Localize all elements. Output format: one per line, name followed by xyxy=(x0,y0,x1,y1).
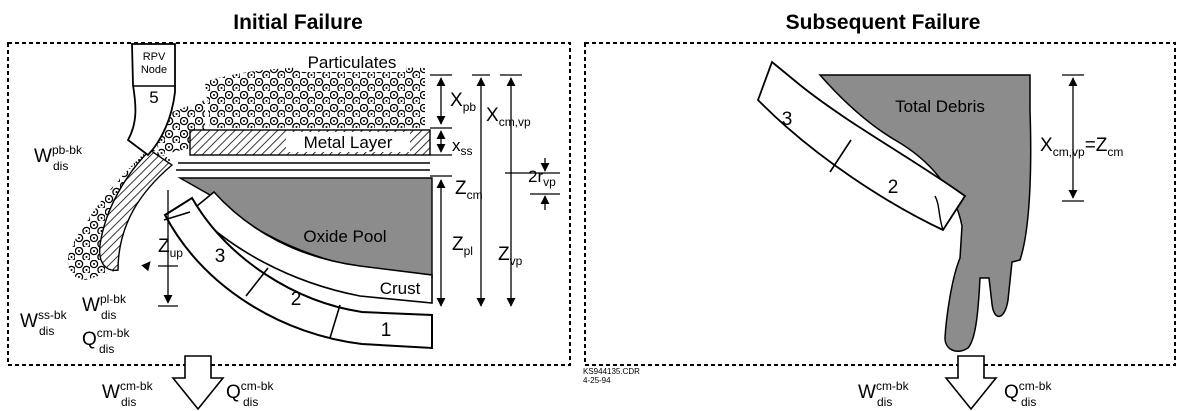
z-pl-label: Zpl xyxy=(452,234,473,258)
subsequent-failure-panel: Subsequent Failure Total Debris 3 2 Xcm,… xyxy=(585,11,1175,365)
node-2-subsequent: 2 xyxy=(888,177,899,198)
crust-label: Crust xyxy=(380,279,421,298)
node-3-subsequent: 3 xyxy=(782,109,793,130)
x-cm-vp-eq-z-cm-label: Xcm,vp=Zcm xyxy=(1040,135,1123,159)
node-3-label: 3 xyxy=(215,246,226,267)
total-debris-label: Total Debris xyxy=(895,97,985,116)
rpv-node-label-2: Node xyxy=(141,64,167,76)
node-2-label: 2 xyxy=(291,289,302,310)
drawing-date: 4-25-94 xyxy=(583,376,611,385)
drawing-code: KS944135.CDR xyxy=(583,367,640,376)
rpv-node-label-1: RPV xyxy=(143,51,166,63)
x-cm-vp-label: Xcm,vp xyxy=(486,105,531,129)
metal-layer-label: Metal Layer xyxy=(304,133,393,152)
z-vp-label: Zvp xyxy=(498,244,523,268)
z-cm-label: Zcm xyxy=(455,178,483,202)
x-ss-label: xss xyxy=(452,136,473,158)
node-5-label: 5 xyxy=(149,88,158,107)
node-1-label: 1 xyxy=(381,320,392,341)
subsequent-failure-title: Subsequent Failure xyxy=(786,11,981,34)
r-vp-label: 2rvp xyxy=(528,167,556,189)
initial-failure-panel: Initial Failure Metal Layer Oxide Pool C… xyxy=(8,11,570,365)
oxide-pool-label: Oxide Pool xyxy=(303,227,386,246)
particulates-bed xyxy=(205,66,425,128)
x-pb-label: Xpb xyxy=(450,90,476,114)
subsequent-dimension-line xyxy=(1062,75,1084,201)
initial-output-arrow xyxy=(173,356,223,409)
subsequent-output-arrow xyxy=(946,356,996,409)
initial-failure-title: Initial Failure xyxy=(233,11,363,34)
particulates-label: Particulates xyxy=(308,53,397,72)
